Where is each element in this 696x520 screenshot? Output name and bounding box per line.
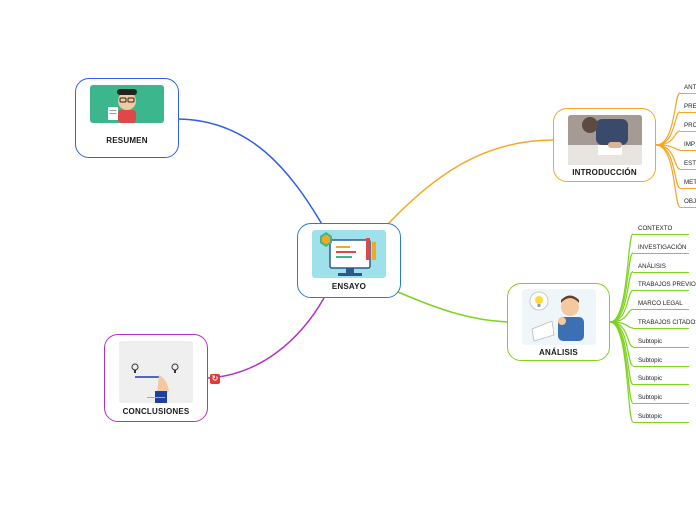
analisis-subtopic-underline [633,252,689,254]
introduccion-subtopic-underline [680,188,696,189]
topic-conclusiones-label: CONCLUSIONES [122,407,190,416]
introduccion-subtopic-connectors [655,92,681,208]
analisis-subtopic-label[interactable]: MARCO LEGAL [638,300,683,308]
topic-analisis-label: ANÁLISIS [539,348,578,357]
introduccion-subtopic-label[interactable]: ANT [684,84,696,91]
topic-analisis[interactable]: ANÁLISIS [507,283,610,361]
resumen-illustration [90,85,164,123]
central-topic-label: ENSAYO [331,282,367,291]
branch-resumen [177,118,324,227]
introduccion-subtopic-label[interactable]: PRE [684,103,696,110]
introduccion-subtopic-label[interactable]: IMP [684,141,696,148]
analisis-subtopic-label[interactable]: ANÁLISIS [638,262,666,270]
conclusiones-illustration [119,341,193,403]
branch-conclusiones [207,297,325,379]
introduccion-subtopic-label[interactable]: OBJ [684,198,696,205]
introduccion-subtopic-underline [680,150,696,151]
analisis-subtopic-underline [633,346,689,348]
analisis-subtopic-label[interactable]: INVESTIGACIÓN [638,243,687,251]
introduccion-subtopic-label[interactable]: EST [684,160,696,167]
central-topic-ensayo[interactable]: ENSAYO [297,223,401,298]
analisis-subtopic-label[interactable]: TRABAJOS PREVIO [638,281,696,289]
introduccion-illustration [568,115,642,165]
introduccion-subtopic-underline [680,207,696,208]
introduccion-subtopic-connector [655,144,681,208]
topic-introduccion[interactable]: INTRODUCCIÓN [553,108,656,182]
analisis-subtopic-underline [633,422,689,423]
introduccion-subtopic-connector [655,144,681,189]
link-icon[interactable]: ↻ [210,374,220,384]
analisis-subtopic-connector [609,321,634,423]
introduccion-subtopic-connector [655,111,681,146]
introduccion-subtopic-connector [655,130,681,146]
introduccion-subtopic-underline [680,93,696,94]
introduccion-subtopic-underline [680,131,696,132]
topic-resumen-label: RESUMEN [106,136,148,145]
introduccion-subtopic-underline [680,112,696,113]
analisis-subtopic-label[interactable]: Subtopic [638,337,663,345]
analisis-subtopic-underline [633,384,689,386]
analisis-subtopic-underline [633,271,689,273]
introduccion-subtopic-connector [655,92,681,146]
analisis-illustration [522,289,596,345]
analisis-subtopic-label[interactable]: Subtopic [638,356,663,364]
topic-conclusiones[interactable]: CONCLUSIONES [104,334,208,422]
analisis-subtopic-label[interactable]: Subtopic [638,413,663,420]
analisis-subtopic-underline [633,309,689,311]
analisis-subtopic-label[interactable]: TRABAJOS CITADOS [638,319,696,326]
analisis-subtopic-label[interactable]: Subtopic [638,375,663,383]
analisis-subtopic-connector [609,271,634,323]
introduccion-subtopic-label[interactable]: MET [684,179,696,186]
analisis-subtopic-connector [609,233,634,323]
analisis-subtopic-label[interactable]: Subtopic [638,394,663,402]
analisis-subtopic-connectors [609,233,634,423]
analisis-subtopic-connector [609,321,634,385]
analisis-subtopic-underline [633,290,689,292]
analisis-subtopic-label[interactable]: CONTEXTO [638,225,673,232]
topic-introduccion-label: INTRODUCCIÓN [572,168,637,177]
branch-analisis [397,291,508,323]
topic-resumen[interactable]: RESUMEN [75,78,179,158]
branch-introduccion [387,139,554,225]
ensayo-illustration [312,230,386,278]
analisis-subtopic-underline [633,234,689,235]
analisis-subtopic-underline [633,403,689,405]
analisis-subtopic-connector [609,289,634,323]
introduccion-subtopic-underline [680,169,696,170]
analisis-subtopic-underline [633,365,689,367]
introduccion-subtopic-label[interactable]: PRO [684,122,696,129]
analisis-subtopic-underline [633,328,689,329]
